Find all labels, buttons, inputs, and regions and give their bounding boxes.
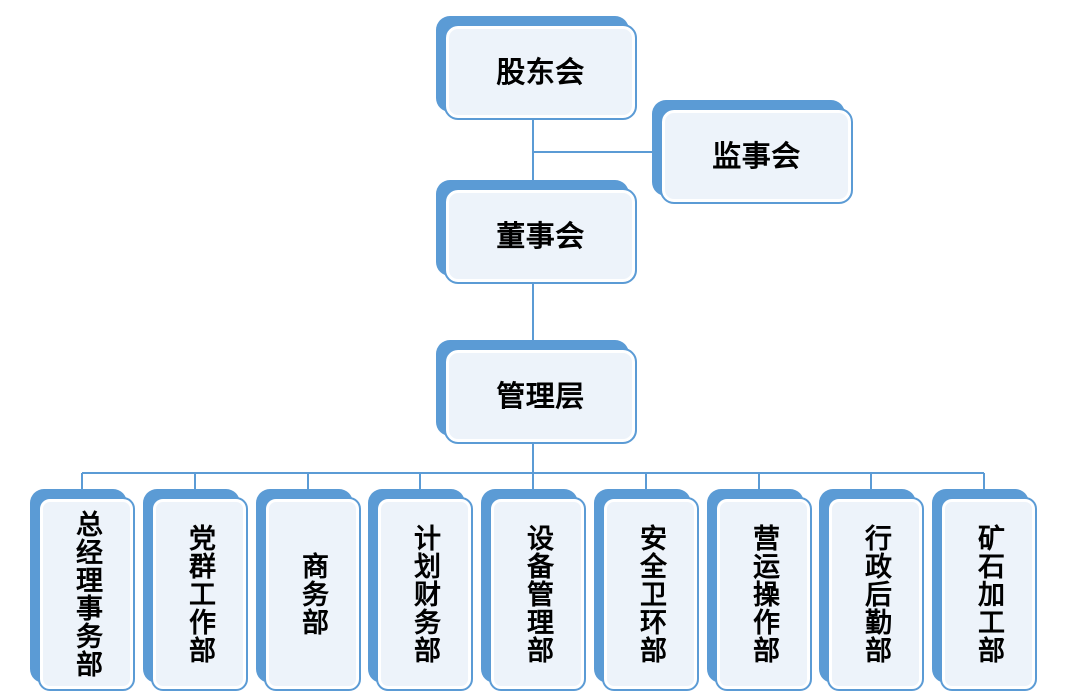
node-department-4[interactable]: 计划财务部 xyxy=(368,489,473,691)
node-department-5[interactable]: 设备管理部 xyxy=(481,489,586,691)
node-card: 营运操作部 xyxy=(715,497,812,691)
node-department-8[interactable]: 行政后勤部 xyxy=(819,489,924,691)
node-label-department-5: 设备管理部 xyxy=(522,524,553,664)
node-shareholders[interactable]: 股东会 xyxy=(436,16,637,120)
node-card: 股东会 xyxy=(444,24,637,120)
node-department-1[interactable]: 总经理事务部 xyxy=(30,489,135,691)
node-label-department-3: 商务部 xyxy=(297,552,328,636)
node-supervisory-board[interactable]: 监事会 xyxy=(652,100,853,204)
node-label-board-of-directors: 董事会 xyxy=(496,218,585,253)
node-label-department-6: 安全卫环部 xyxy=(635,524,666,664)
node-card: 安全卫环部 xyxy=(602,497,699,691)
node-card: 总经理事务部 xyxy=(38,497,135,691)
node-card: 董事会 xyxy=(444,188,637,284)
node-card: 监事会 xyxy=(660,108,853,204)
node-card: 设备管理部 xyxy=(489,497,586,691)
node-label-department-4: 计划财务部 xyxy=(409,524,440,664)
node-label-supervisory-board: 监事会 xyxy=(712,138,801,173)
node-label-management: 管理层 xyxy=(496,378,585,413)
node-card: 党群工作部 xyxy=(151,497,248,691)
node-department-7[interactable]: 营运操作部 xyxy=(707,489,812,691)
node-department-6[interactable]: 安全卫环部 xyxy=(594,489,699,691)
node-card: 商务部 xyxy=(264,497,361,691)
node-card: 管理层 xyxy=(444,348,637,444)
node-department-2[interactable]: 党群工作部 xyxy=(143,489,248,691)
node-board-of-directors[interactable]: 董事会 xyxy=(436,180,637,284)
node-department-3[interactable]: 商务部 xyxy=(256,489,361,691)
node-label-department-1: 总经理事务部 xyxy=(71,510,102,678)
node-department-9[interactable]: 矿石加工部 xyxy=(932,489,1037,691)
node-card: 行政后勤部 xyxy=(827,497,924,691)
node-card: 计划财务部 xyxy=(376,497,473,691)
node-management[interactable]: 管理层 xyxy=(436,340,637,444)
node-label-shareholders: 股东会 xyxy=(496,54,585,89)
node-card: 矿石加工部 xyxy=(940,497,1037,691)
node-label-department-2: 党群工作部 xyxy=(184,524,215,664)
node-label-department-7: 营运操作部 xyxy=(748,524,779,664)
node-label-department-8: 行政后勤部 xyxy=(860,524,891,664)
node-label-department-9: 矿石加工部 xyxy=(973,524,1004,664)
